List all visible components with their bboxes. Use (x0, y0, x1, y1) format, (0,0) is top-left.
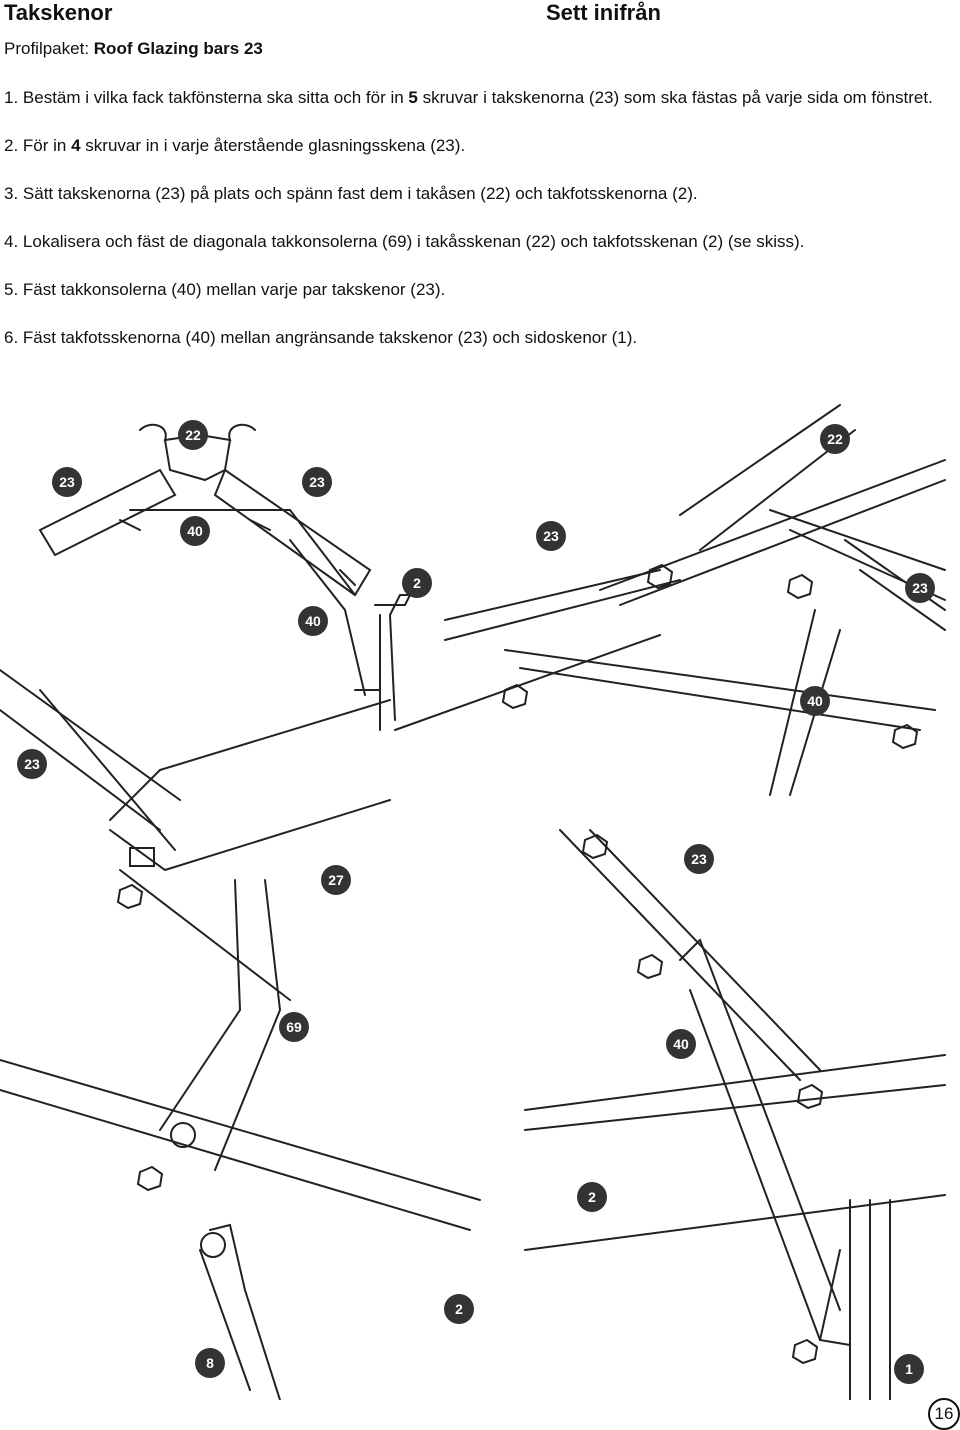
instruction-list: 1. Bestäm i vilka fack takfönsterna ska … (4, 86, 944, 374)
step-3: 3. Sätt takskenorna (23) på plats och sp… (4, 184, 698, 203)
callout-roof-bracket: 40 (298, 606, 328, 636)
eave-bracket-drawing (0, 669, 391, 1001)
callout-glazing-bar: 23 (302, 467, 332, 497)
package-line: Profilpaket: Roof Glazing bars 23 (4, 39, 263, 59)
step-4: 4. Lokalisera och fäst de diagonala takk… (4, 232, 805, 251)
ridge-bracket-drawing (394, 404, 946, 796)
callout-eave-bar: 2 (402, 568, 432, 598)
callout-glazing-bar: 23 (905, 573, 935, 603)
callout-roof-bracket: 40 (800, 686, 830, 716)
eave-diagonal-drawing (524, 829, 946, 1400)
assembly-drawings (0, 404, 946, 1400)
diagonal-bracket-drawing (0, 879, 481, 1400)
callout-glazing-bar: 23 (17, 749, 47, 779)
callout-part: 27 (321, 865, 351, 895)
callout-roof-bracket: 40 (666, 1029, 696, 1059)
callout-diagonal-bracket: 69 (279, 1012, 309, 1042)
callout-ridge-bar: 22 (820, 424, 850, 454)
ridge-profile-drawing (38, 423, 412, 731)
step-2: 2. För in 4 skruvar in i varje återståen… (4, 136, 466, 155)
step-1: 1. Bestäm i vilka fack takfönsterna ska … (4, 88, 933, 107)
callout-eave-bar: 2 (577, 1182, 607, 1212)
callout-part: 8 (195, 1348, 225, 1378)
page-title: Takskenor (4, 0, 113, 25)
callout-glazing-bar: 23 (52, 467, 82, 497)
callout-roof-bracket: 40 (180, 516, 210, 546)
package-name: Roof Glazing bars 23 (93, 39, 263, 58)
view-label: Sett inifrån (546, 0, 661, 25)
callout-glazing-bar: 23 (536, 521, 566, 551)
callout-side-bar: 1 (894, 1354, 924, 1384)
step-6: 6. Fäst takfotsskenorna (40) mellan angr… (4, 328, 638, 347)
callout-glazing-bar: 23 (684, 844, 714, 874)
callout-ridge-bar: 22 (178, 420, 208, 450)
step-5: 5. Fäst takkonsolerna (40) mellan varje … (4, 280, 446, 299)
callout-eave-bar: 2 (444, 1294, 474, 1324)
page-number: 16 (928, 1398, 960, 1430)
package-label: Profilpaket: (4, 39, 90, 58)
